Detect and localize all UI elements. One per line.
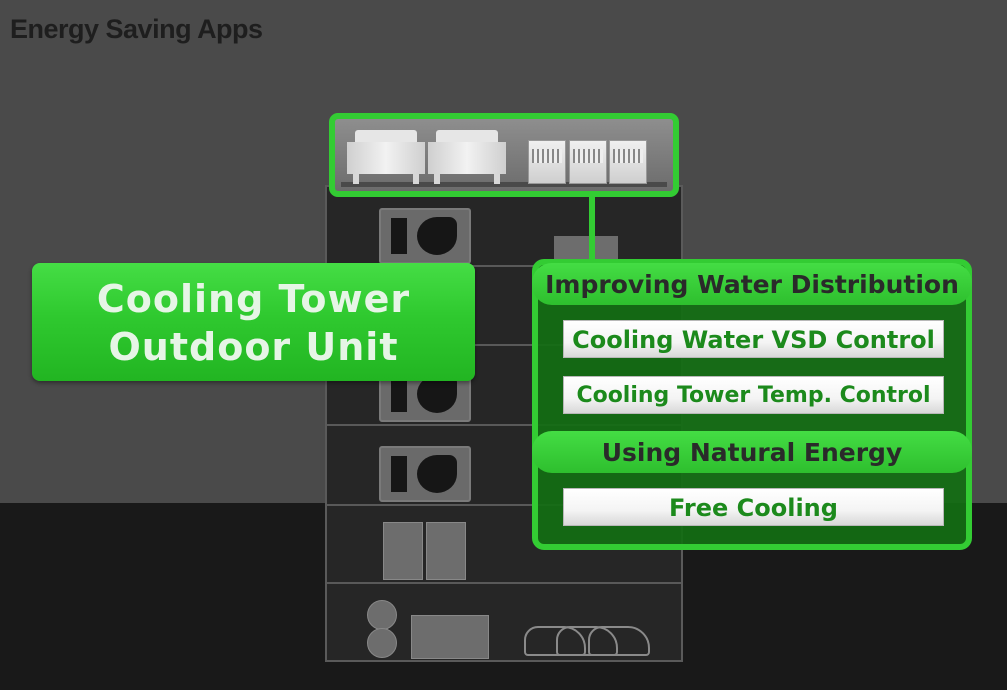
outdoor-unit-icon <box>528 140 566 184</box>
floor-divider <box>327 504 681 506</box>
cooling-tower-icon <box>428 130 506 184</box>
storage-tank-icon <box>367 600 397 630</box>
floor-divider <box>327 424 681 426</box>
storage-tank-icon <box>367 628 397 658</box>
equipment-label: Cooling Tower Outdoor Unit <box>32 263 475 381</box>
control-cabinet-icon <box>426 522 466 580</box>
air-handling-unit-icon <box>379 446 471 502</box>
page-title: Energy Saving Apps <box>10 14 263 44</box>
air-handling-unit-icon <box>379 208 471 264</box>
control-cabinet-icon <box>383 522 423 580</box>
cooling-tower-icon <box>347 130 425 184</box>
car-icon <box>524 626 586 656</box>
outdoor-unit-icon <box>609 140 647 184</box>
outdoor-unit-icon <box>569 140 607 184</box>
floor-divider <box>327 265 681 267</box>
callout-connector <box>589 196 595 266</box>
section-header-natural-energy: Using Natural Energy <box>532 431 972 473</box>
car-icon <box>588 626 650 656</box>
cooling-tower-temp-control-button[interactable]: Cooling Tower Temp. Control <box>563 376 944 414</box>
chiller-machine-icon <box>411 615 489 659</box>
floor-divider <box>327 582 681 584</box>
cooling-water-vsd-control-button[interactable]: Cooling Water VSD Control <box>563 320 944 358</box>
office-desk-icon <box>554 236 618 262</box>
car-icon <box>556 626 618 656</box>
equipment-label-line1: Cooling Tower <box>96 277 411 321</box>
floor-divider <box>327 344 681 346</box>
section-header-water-distribution: Improving Water Distribution <box>532 263 972 305</box>
free-cooling-button[interactable]: Free Cooling <box>563 488 944 526</box>
equipment-label-line2: Outdoor Unit <box>108 325 399 369</box>
